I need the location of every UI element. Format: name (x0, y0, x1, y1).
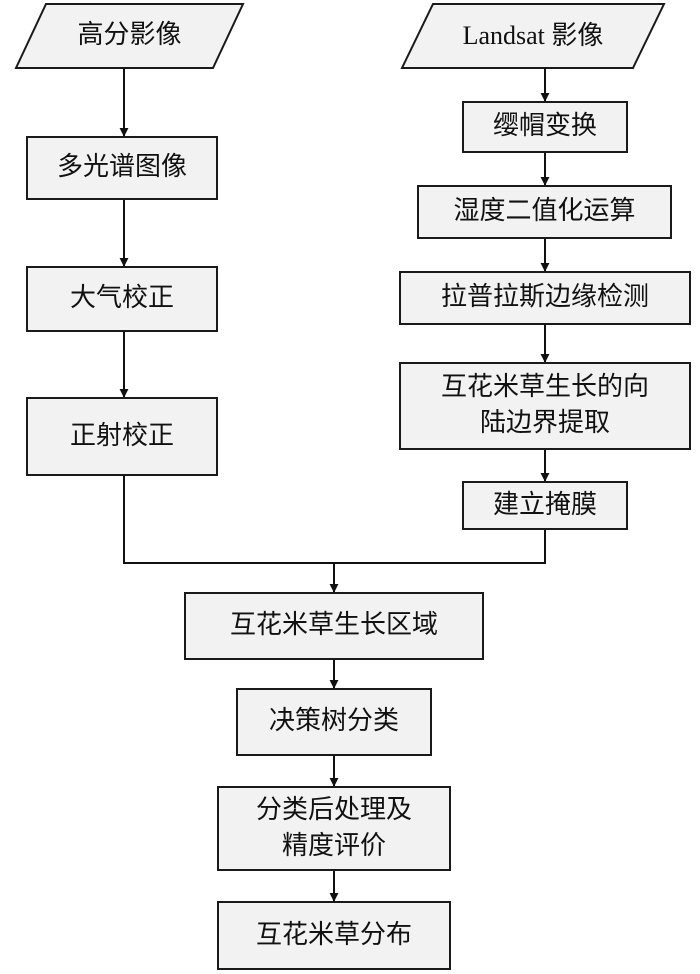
step-orthorectification: 正射校正 (26, 397, 218, 476)
step-growth-region: 互花米草生长区域 (184, 592, 484, 660)
input-landsat-shape (400, 3, 666, 69)
step-tasseled-cap: 缨帽变换 (462, 101, 628, 153)
step-laplacian-edge-detection: 拉普拉斯边缘检测 (399, 271, 691, 325)
step-atmospheric-correction: 大气校正 (26, 266, 218, 332)
step-post-processing-accuracy: 分类后处理及 精度评价 (217, 786, 451, 871)
boundary-line-1: 互花米草生长的向 (440, 372, 649, 403)
step-wetness-binarization: 湿度二值化运算 (417, 185, 672, 239)
input-high-res: 高分影像 (77, 20, 182, 51)
step-decision-tree-classification: 决策树分类 (236, 688, 432, 756)
step-multispectral-image: 多光谱图像 (26, 136, 218, 200)
input-high-res-shape (14, 3, 245, 69)
input-landsat: Landsat 影像 (462, 21, 604, 51)
post-line-2: 精度评价 (281, 830, 386, 861)
step-landward-boundary-extraction: 互花米草生长的向 陆边界提取 (399, 362, 691, 450)
step-distribution: 互花米草分布 (217, 901, 451, 970)
post-line-1: 分类后处理及 (255, 794, 412, 825)
boundary-line-2: 陆边界提取 (479, 408, 610, 438)
step-build-mask: 建立掩膜 (462, 481, 628, 530)
